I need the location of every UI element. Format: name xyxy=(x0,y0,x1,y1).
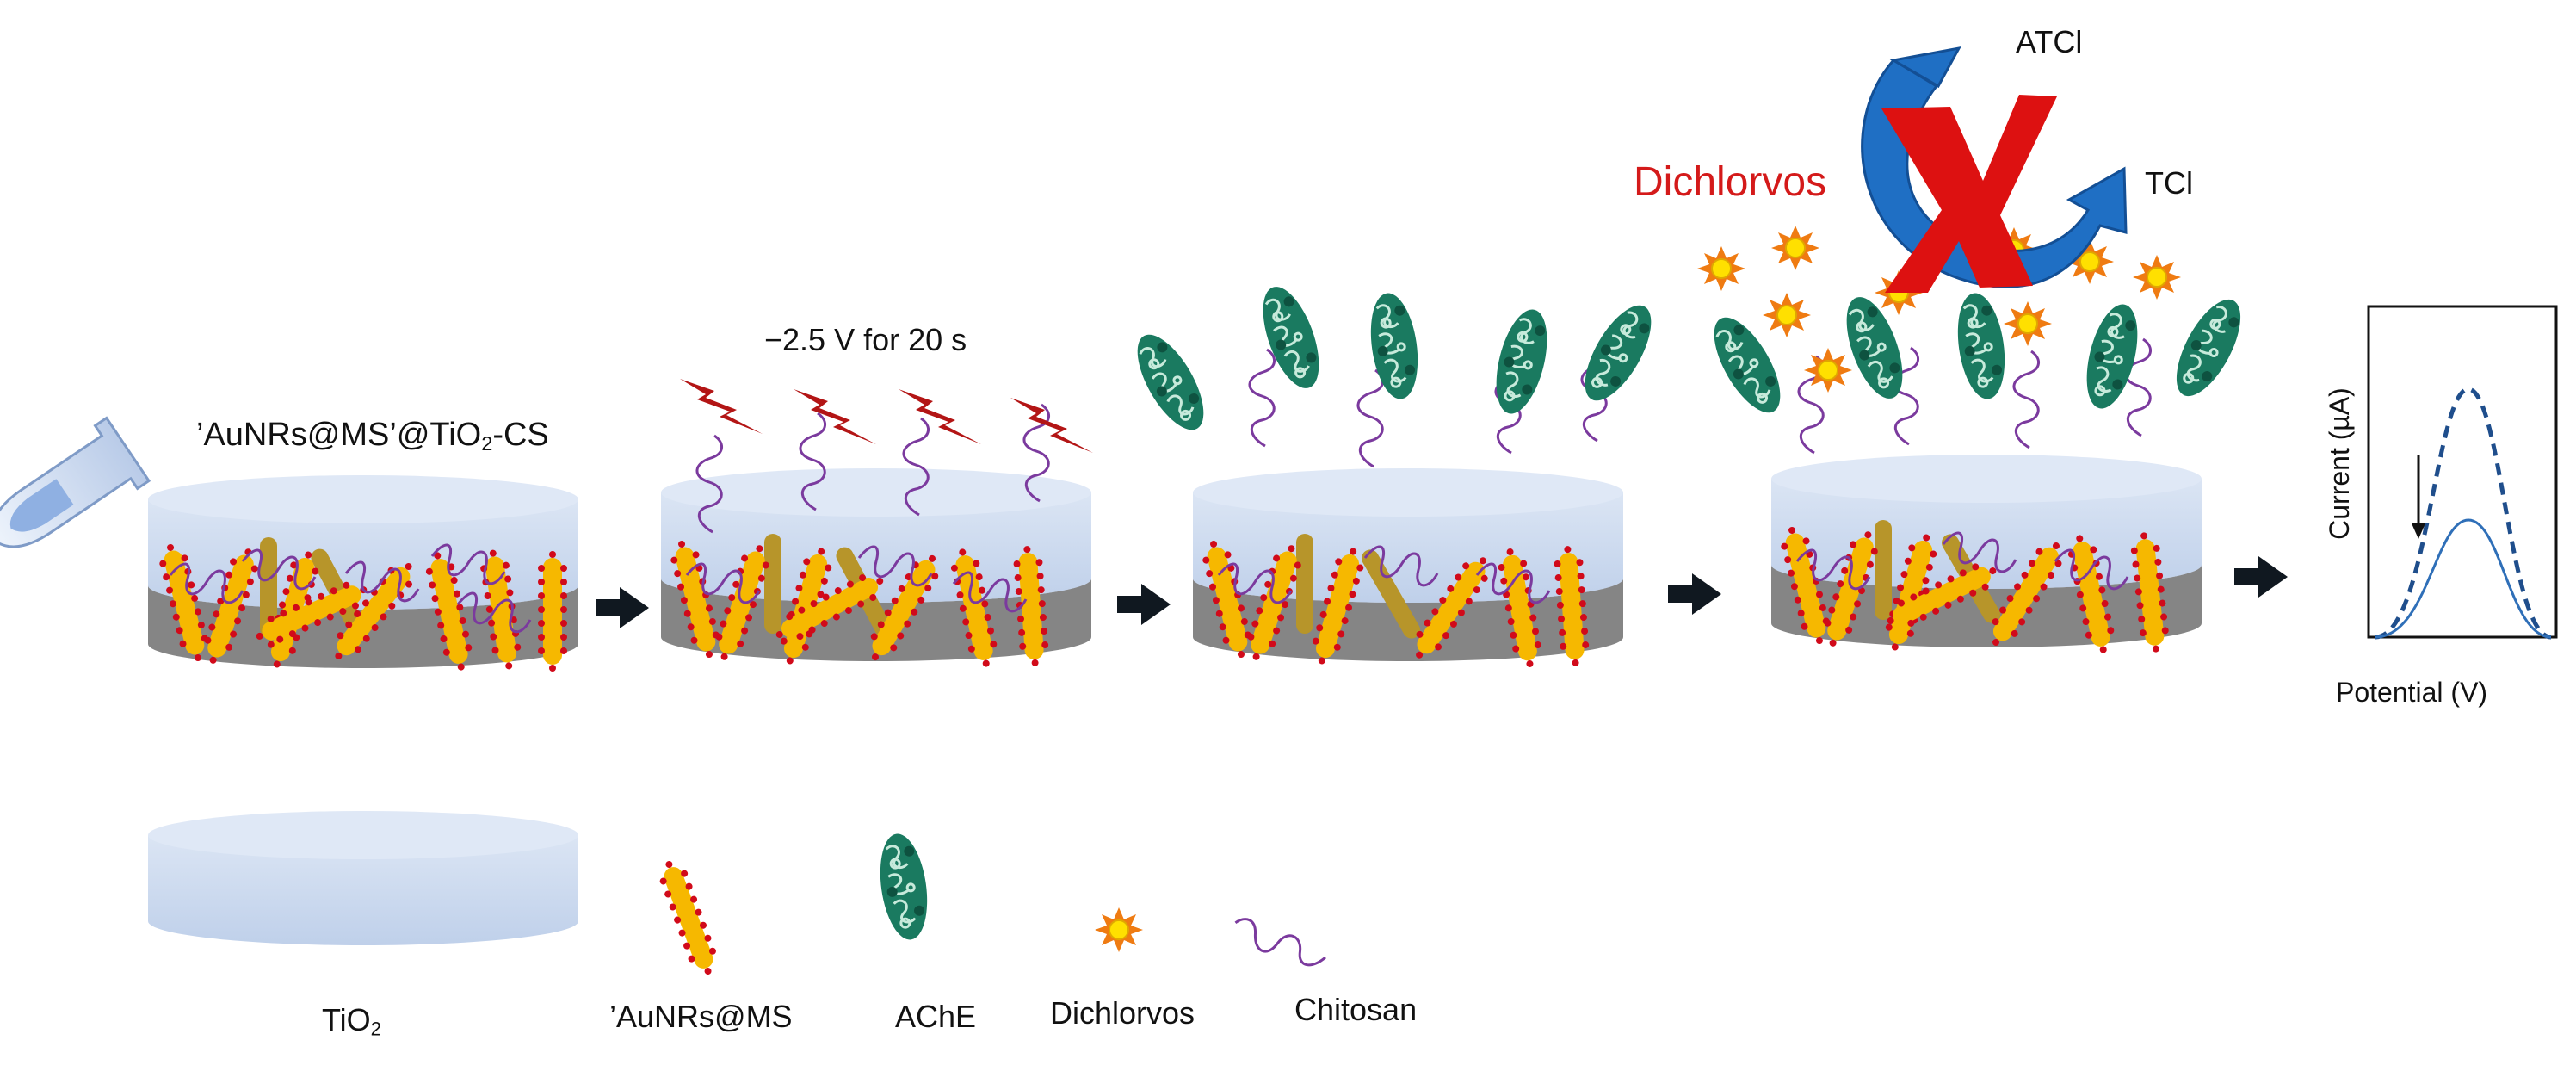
legend-dichlorvos-icon xyxy=(1094,907,1144,953)
flow-arrow-1 xyxy=(596,587,649,628)
deposit-label-sub: 2 xyxy=(481,431,493,455)
legend-tio2-main: TiO xyxy=(322,1002,371,1037)
legend-aunrs-icon xyxy=(654,856,723,980)
voltage-label: −2.5 V for 20 s xyxy=(764,322,967,357)
deposit-label-suffix: -CS xyxy=(492,417,549,453)
legend-ache-icon xyxy=(873,829,935,944)
deposit-label: ’AuNRs@MS’@TiO2-CS xyxy=(196,417,549,455)
electrode-step-1 xyxy=(148,475,578,674)
substrate-label: ATCl xyxy=(2016,24,2083,59)
inhibitor-label: Dichlorvos xyxy=(1634,159,1827,205)
graph-y-label: Current (µA) xyxy=(2323,387,2355,540)
inhibition-cross-icon xyxy=(1881,95,2057,293)
ache-enzymes-step-3 xyxy=(1122,278,1666,442)
electric-pulse-icons xyxy=(680,379,1093,453)
legend-ache-label: AChE xyxy=(895,999,977,1034)
legend xyxy=(148,811,1331,980)
gce-label-3: GCE xyxy=(1374,663,1442,698)
electrode-step-2 xyxy=(661,403,1091,671)
deposit-label-name: ’AuNRs@MS’@TiO xyxy=(196,417,482,453)
legend-tio2-label: TiO2 xyxy=(322,1002,381,1041)
gce-label-1: GCE xyxy=(318,670,386,705)
flow-arrow-2 xyxy=(1117,584,1171,625)
graph-x-label: Potential (V) xyxy=(2336,677,2488,708)
flow-arrow-4 xyxy=(2234,556,2288,598)
product-label: TCl xyxy=(2145,165,2193,201)
legend-chitosan-label: Chitosan xyxy=(1294,992,1418,1027)
gce-label-2: GCE xyxy=(842,663,910,698)
legend-tio2-disk xyxy=(148,811,578,945)
legend-dichlorvos-label: Dichlorvos xyxy=(1050,995,1195,1031)
dpv-graph xyxy=(2367,305,2558,640)
flow-arrow-3 xyxy=(1668,573,1721,615)
gce-label-4: GCE xyxy=(1950,646,2018,681)
legend-chitosan-icon xyxy=(1228,914,1331,974)
legend-tio2-sub: 2 xyxy=(370,1018,382,1040)
pipette-tube-icon xyxy=(0,416,151,548)
legend-aunrs-label: ’AuNRs@MS xyxy=(609,999,793,1034)
